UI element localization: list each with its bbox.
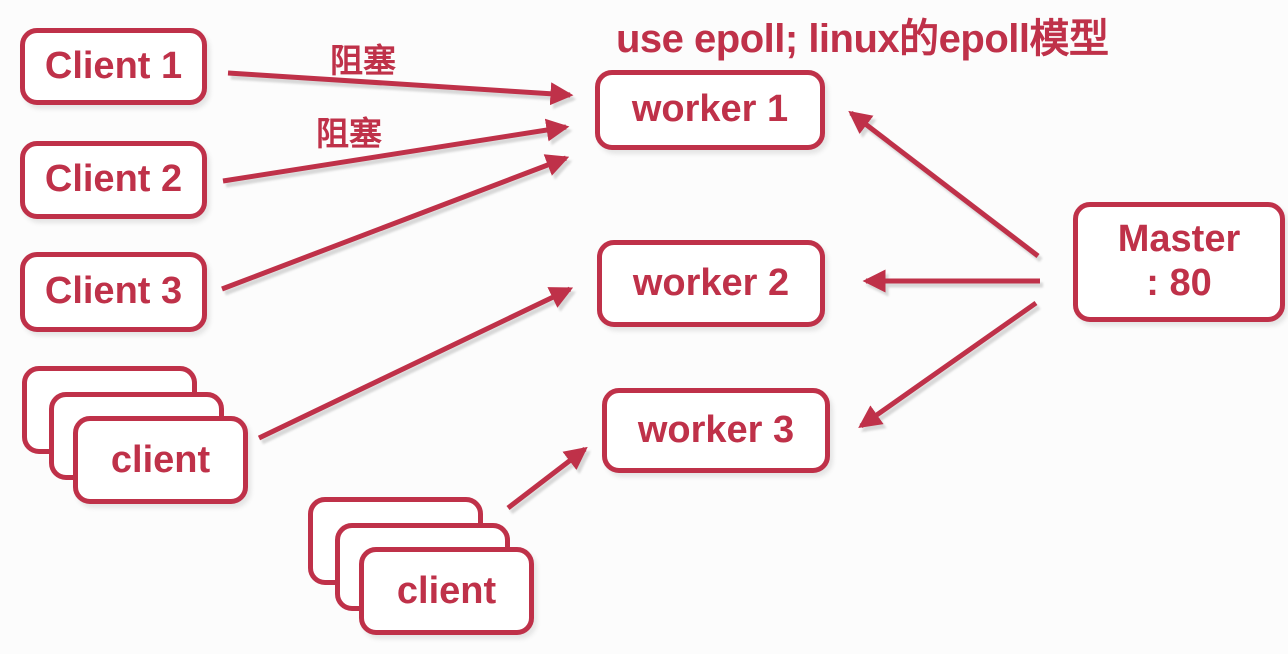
client-stack-bottom: client bbox=[308, 497, 534, 640]
node-worker-3-label: worker 3 bbox=[637, 408, 795, 451]
node-master: Master : 80 bbox=[1073, 202, 1285, 322]
arrow-client3-to-worker1 bbox=[221, 154, 570, 292]
node-master-label: Master bbox=[1117, 218, 1241, 261]
node-client-1-label: Client 1 bbox=[44, 44, 183, 87]
node-client-3-label: Client 3 bbox=[44, 270, 183, 313]
node-client-1: Client 1 bbox=[20, 28, 207, 105]
arrow-client_stack_left-to-worker2 bbox=[257, 286, 574, 441]
node-worker-1-label: worker 1 bbox=[631, 88, 789, 131]
arrow-master-to-worker3 bbox=[858, 300, 1038, 429]
node-client-2: Client 2 bbox=[20, 141, 207, 219]
node-client-3: Client 3 bbox=[20, 252, 207, 332]
node-worker-1: worker 1 bbox=[595, 70, 825, 150]
client-stack-bottom-label: client bbox=[396, 569, 497, 612]
arrow-client1-to-worker1 bbox=[227, 70, 574, 106]
diagram-title: use epoll; linux的epoll模型 bbox=[616, 17, 1109, 61]
arrow-client2-to-worker1 bbox=[222, 118, 570, 184]
client-stack-left-label: client bbox=[110, 438, 211, 481]
client-stack-left-card-front: client bbox=[73, 416, 248, 504]
edge-label-blocking-1: 阻塞 bbox=[330, 42, 396, 79]
node-master-port: : 80 bbox=[1146, 262, 1212, 304]
arrow-client_stack_bottom-to-worker3 bbox=[506, 446, 588, 510]
client-stack-left: client bbox=[22, 366, 270, 504]
edge-label-blocking-2: 阻塞 bbox=[316, 115, 382, 152]
node-worker-2-label: worker 2 bbox=[632, 261, 790, 304]
arrow-master-to-worker1 bbox=[848, 110, 1040, 258]
client-stack-bottom-card-front: client bbox=[359, 547, 534, 635]
node-client-2-label: Client 2 bbox=[44, 158, 183, 201]
node-worker-2: worker 2 bbox=[597, 240, 825, 327]
node-worker-3: worker 3 bbox=[602, 388, 830, 473]
